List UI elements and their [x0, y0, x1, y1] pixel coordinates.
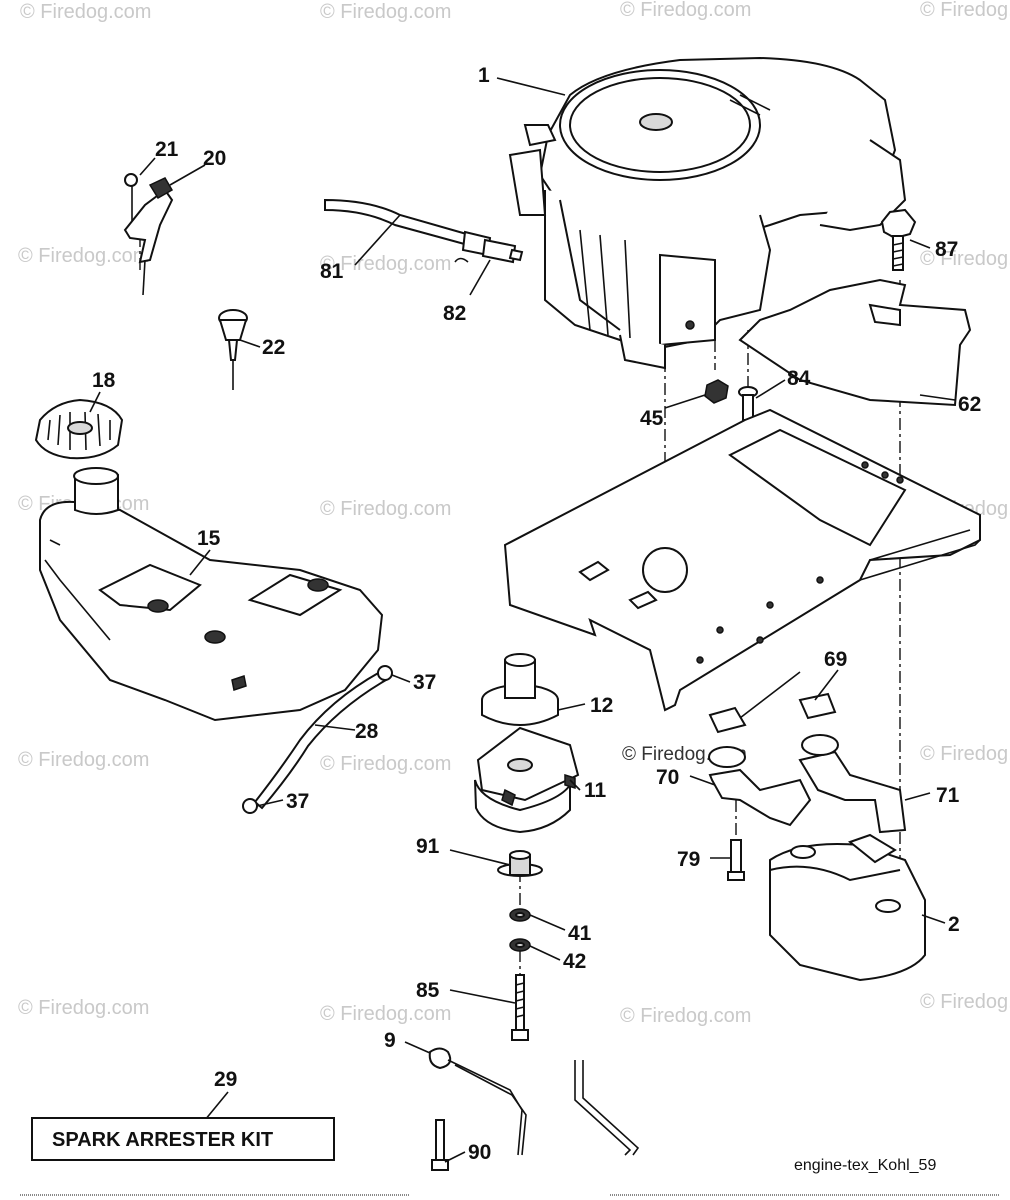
watermark: © Firedog.com — [320, 1, 451, 23]
part-label-84: 84 — [787, 367, 811, 390]
muffler — [769, 833, 926, 982]
bolt-85 — [511, 974, 529, 1041]
clutch — [474, 726, 580, 834]
part-label-11: 11 — [584, 779, 607, 802]
part-label-9: 9 — [384, 1029, 396, 1052]
part-label-81: 81 — [320, 260, 344, 283]
part-labels: 1 21 20 81 82 87 22 18 84 45 62 15 69 12… — [92, 64, 981, 1164]
watermark: © Firedog.com — [18, 245, 149, 267]
fuel-tank — [39, 467, 384, 722]
part-label-69: 69 — [824, 648, 847, 671]
part-label-42: 42 — [563, 950, 586, 973]
watermark: © Firedog.com — [18, 749, 149, 771]
kit-label: SPARK ARRESTER KIT — [52, 1129, 273, 1151]
watermark: © Firedog.com — [320, 253, 451, 275]
part-label-2: 2 — [948, 913, 960, 936]
spark-arrester-kit-box: SPARK ARRESTER KIT — [31, 1117, 335, 1161]
part-label-79: 79 — [677, 848, 700, 871]
lower-rods — [428, 1047, 640, 1171]
part-label-18: 18 — [92, 369, 116, 392]
throttle-control — [123, 173, 174, 296]
part-label-37: 37 — [286, 790, 309, 813]
part-label-1: 1 — [478, 64, 490, 87]
pulley — [481, 653, 559, 726]
part-label-15: 15 — [197, 527, 221, 550]
watermark: © Firedog.com — [920, 0, 1010, 21]
part-label-71: 71 — [936, 784, 960, 807]
watermark: © Firedog.com — [920, 743, 1010, 765]
part-label-29: 29 — [214, 1068, 237, 1091]
watermark: © Firedog.com — [920, 248, 1010, 270]
part-label-82: 82 — [443, 302, 466, 325]
part-label-20: 20 — [203, 147, 226, 170]
watermark: © Firedog.com — [20, 1, 151, 23]
watermark: © Firedog.com — [620, 1005, 751, 1027]
bolt-87 — [880, 208, 917, 271]
heat-shield — [738, 278, 972, 407]
bolt-84 — [704, 379, 758, 421]
part-label-70: 70 — [656, 766, 679, 789]
watermark: © Firedog.com — [320, 753, 451, 775]
exhaust-pipes — [708, 692, 907, 834]
watermark: © Firedog.com — [18, 997, 149, 1019]
part-label-28: 28 — [355, 720, 379, 743]
part-label-85: 85 — [416, 979, 440, 1002]
part-label-45: 45 — [640, 407, 664, 430]
watermark: © Firedog.com — [320, 1003, 451, 1025]
choke-knob — [218, 309, 248, 390]
part-label-62: 62 — [958, 393, 981, 416]
leader-lines — [89, 77, 956, 1163]
part-label-87: 87 — [935, 238, 958, 261]
part-label-91: 91 — [416, 835, 440, 858]
fuel-cap — [34, 398, 124, 460]
watermark: © Firedog.com — [920, 991, 1010, 1013]
frame — [503, 408, 981, 712]
bolt-79 — [727, 839, 745, 881]
fuel-line — [324, 198, 524, 264]
watermark: © Firedog.com — [620, 0, 751, 21]
part-label-21: 21 — [155, 138, 179, 161]
part-label-41: 41 — [568, 922, 592, 945]
part-label-37: 37 — [413, 671, 436, 694]
diagram-code: engine-tex_Kohl_59 — [794, 1157, 936, 1174]
fuel-hose — [242, 665, 393, 814]
part-label-22: 22 — [262, 336, 285, 359]
part-label-12: 12 — [590, 694, 613, 717]
engine — [508, 56, 907, 370]
part-label-90: 90 — [468, 1141, 491, 1164]
watermark: © Firedog.com — [320, 498, 451, 520]
spacer-washers — [497, 850, 543, 952]
